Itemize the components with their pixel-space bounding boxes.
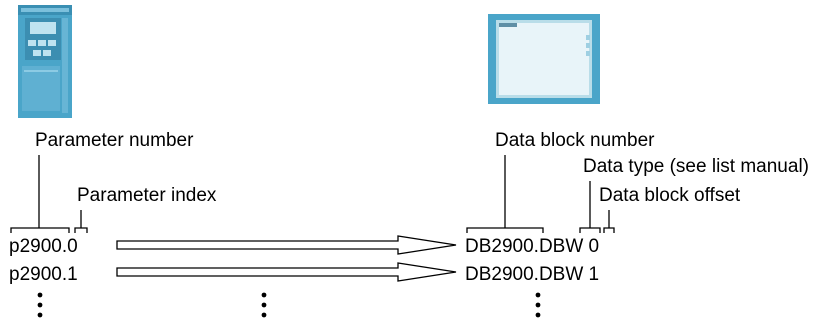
drive-unit-icon [18,5,72,118]
mapping-row: p2900.1 DB2900.DBW 1 [9,262,599,285]
hmi-panel-icon [488,14,600,104]
data-block-number-label: Data block number [495,130,655,151]
mapping-arrow [116,262,457,282]
continuation-dots-left [37,292,43,318]
parameter-number-label: Parameter number [35,130,194,151]
parameter-code: p2900.1 [9,264,78,285]
data-type-bracket [579,181,601,233]
data-block-offset-bracket [603,210,615,233]
data-block-code: DB2900.DBW 1 [465,264,599,285]
parameter-number-bracket [10,155,70,233]
mapping-row: p2900.0 DB2900.DBW 0 [9,235,599,257]
mapping-arrow [116,235,457,255]
parameter-index-label: Parameter index [77,185,217,206]
data-block-offset-label: Data block offset [599,185,741,206]
data-type-label: Data type (see list manual) [583,156,809,177]
data-block-code: DB2900.DBW 0 [465,236,599,257]
parameter-code: p2900.0 [9,236,78,257]
data-block-number-bracket [466,155,544,233]
continuation-dots-right [535,292,541,318]
parameter-index-bracket [74,210,88,233]
continuation-dots-middle [261,292,267,318]
